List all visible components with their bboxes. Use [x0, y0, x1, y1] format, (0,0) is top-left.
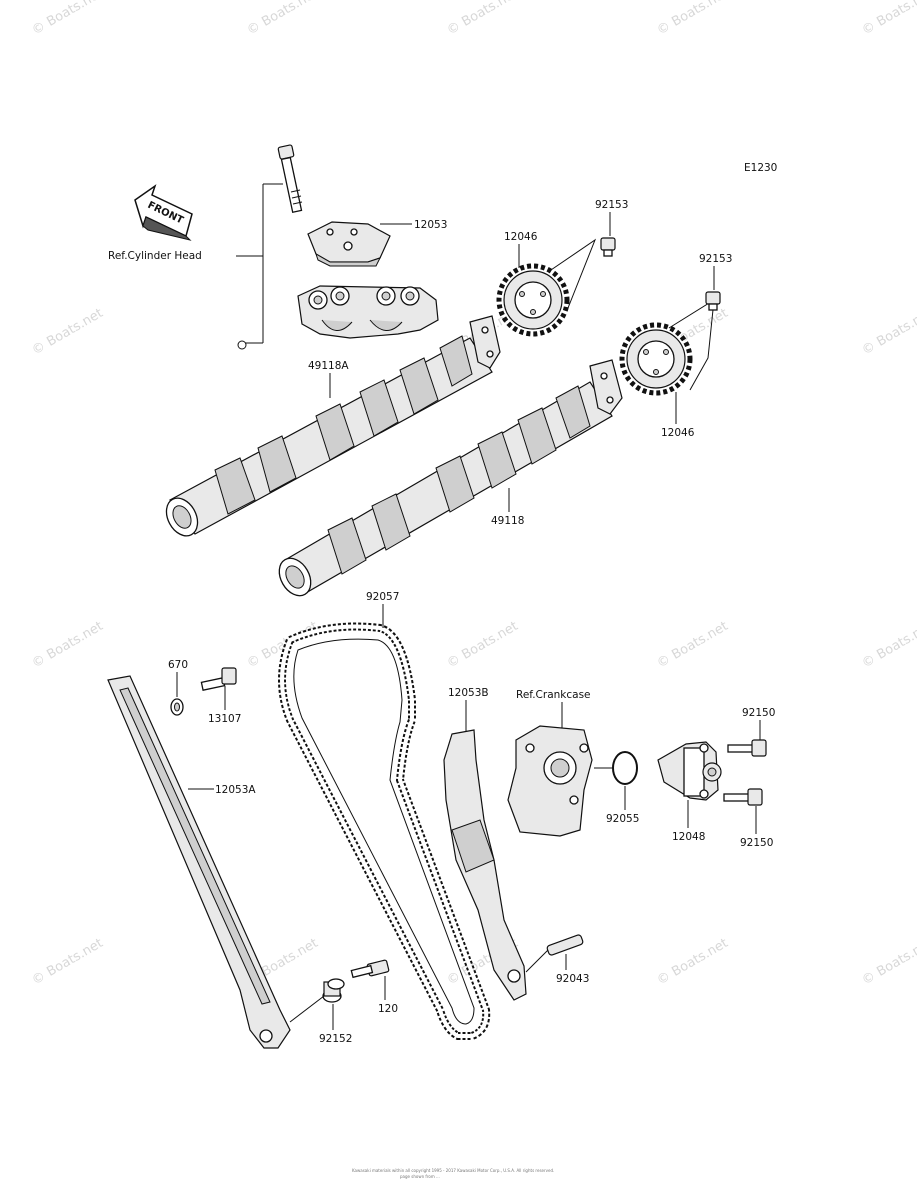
label-120: 120	[378, 1003, 398, 1015]
diagram-code: E1230	[744, 162, 777, 174]
label-92153-upper: 92153	[595, 199, 628, 211]
crankcase-ref-housing	[507, 725, 593, 837]
label-92153-lower: 92153	[699, 253, 732, 265]
bolt-13107	[200, 667, 237, 691]
watermark: © Boats.net	[655, 619, 731, 672]
label-49118a: 49118A	[308, 360, 349, 372]
camshaft-49118	[278, 359, 623, 597]
label-12053a: 12053A	[215, 784, 256, 796]
collar-92152	[322, 978, 345, 1003]
camshaft-cap	[297, 285, 439, 339]
label-92150-upper: 92150	[742, 707, 775, 719]
timing-chain	[278, 622, 491, 1040]
label-92057: 92057	[366, 591, 399, 603]
label-12053b: 12053B	[448, 687, 489, 699]
watermark: © Boats.net	[30, 0, 106, 38]
label-670: 670	[168, 659, 188, 671]
cam-sprocket-upper	[496, 263, 570, 337]
label-92152: 92152	[319, 1033, 352, 1045]
sprocket-bolt-upper	[600, 237, 616, 257]
tensioner-bolt-upper	[727, 739, 767, 757]
watermark: © Boats.net	[860, 936, 917, 989]
label-12046-upper: 12046	[504, 231, 538, 243]
chain-tensioner-12048	[657, 741, 722, 801]
label-49118: 49118	[491, 515, 524, 527]
ref-crankcase-label: Ref.Crankcase	[516, 689, 591, 701]
tensioner-bolt-lower	[723, 788, 763, 806]
chain-guide-12053	[307, 221, 391, 267]
front-arrow-icon: FRONT	[134, 184, 193, 241]
pin-92043	[546, 934, 584, 956]
watermark: © Boats.net	[30, 306, 106, 359]
watermark: © Boats.net	[30, 936, 106, 989]
o-ring-92055	[612, 751, 638, 785]
ref-cylinder-head-label: Ref.Cylinder Head	[108, 250, 202, 262]
washer-670	[170, 698, 184, 716]
watermark: © Boats.net	[860, 0, 917, 38]
watermark: © Boats.net	[655, 936, 731, 989]
chain-guide-12053a	[107, 675, 291, 1049]
cam-sprocket-lower	[619, 322, 693, 396]
footer-copyright: Kawasaki materials within all copyright …	[352, 1168, 554, 1173]
camshaft-49118a	[165, 315, 501, 537]
label-13107: 13107	[208, 713, 241, 725]
label-12046-lower: 12046	[661, 427, 695, 439]
watermark: © Boats.net	[445, 619, 521, 672]
chain-tensioner-guide-12053b	[443, 729, 527, 1001]
bolt-120	[350, 959, 390, 979]
watermark: © Boats.net	[860, 306, 917, 359]
watermark: © Boats.net	[445, 0, 521, 38]
watermark: © Boats.net	[30, 619, 106, 672]
label-92150-lower: 92150	[740, 837, 773, 849]
watermark: © Boats.net	[860, 619, 917, 672]
cam-cap-bolt	[277, 144, 303, 214]
label-12053: 12053	[414, 219, 447, 231]
sprocket-bolt-lower	[705, 291, 721, 311]
footer-note: page shown from ...	[400, 1174, 440, 1179]
label-92043: 92043	[556, 973, 589, 985]
copyright-symbol	[237, 340, 247, 350]
label-12048: 12048	[672, 831, 705, 843]
watermark: © Boats.net	[655, 0, 731, 38]
label-92055: 92055	[606, 813, 639, 825]
watermark: © Boats.net	[245, 0, 321, 38]
